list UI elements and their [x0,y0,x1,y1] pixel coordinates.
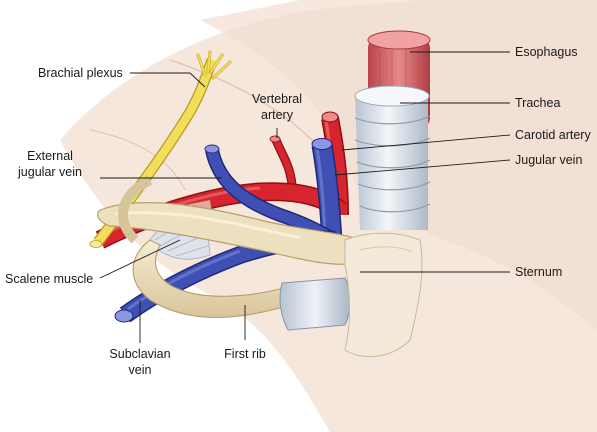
label-carotid-artery: Carotid artery [515,128,591,142]
label-scalene-muscle: Scalene muscle [5,272,93,286]
label-vertebral-artery-line2: artery [261,108,294,122]
label-external-jugular-line2: jugular vein [17,165,82,179]
label-first-rib: First rib [224,347,266,361]
leader-lines [99,51,511,343]
label-external-jugular-line1: External [27,149,73,163]
label-jugular-vein: Jugular vein [515,153,582,167]
label-vertebral-artery-line1: Vertebral [252,92,302,106]
label-subclavian-vein-line2: vein [129,363,152,377]
label-brachial-plexus: Brachial plexus [38,66,123,80]
label-sternum: Sternum [515,265,562,279]
costal-cartilage [279,277,351,331]
shoulder-contour [89,129,186,191]
label-trachea: Trachea [515,96,560,110]
trachea [354,85,431,230]
label-esophagus: Esophagus [515,45,578,59]
label-subclavian-vein-line1: Subclavian [109,347,170,361]
sternum-bone [344,232,423,358]
